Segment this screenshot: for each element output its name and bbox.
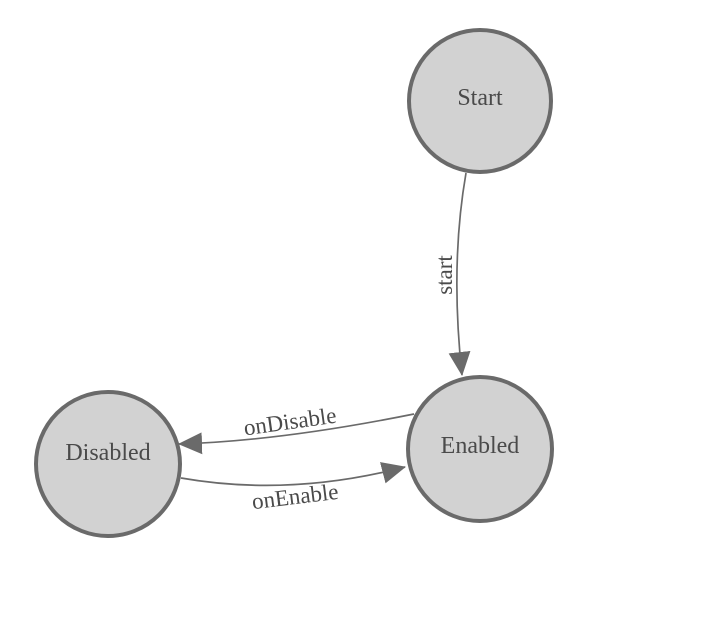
- state-node-start-label: Start: [457, 85, 503, 111]
- transition-label-onenable: onEnable: [250, 479, 339, 514]
- state-node-disabled: [34, 390, 182, 538]
- state-node-enabled: [406, 375, 554, 523]
- transition-disabled-to-enabled: [180, 462, 406, 487]
- transition-label-start: start: [432, 255, 457, 295]
- state-node-disabled-label: Disabled: [65, 440, 150, 466]
- transition-enabled-to-disabled: [178, 413, 415, 455]
- state-node-start: [407, 28, 553, 174]
- state-node-enabled-label: Enabled: [441, 433, 520, 459]
- transition-start-to-enabled: [448, 172, 471, 376]
